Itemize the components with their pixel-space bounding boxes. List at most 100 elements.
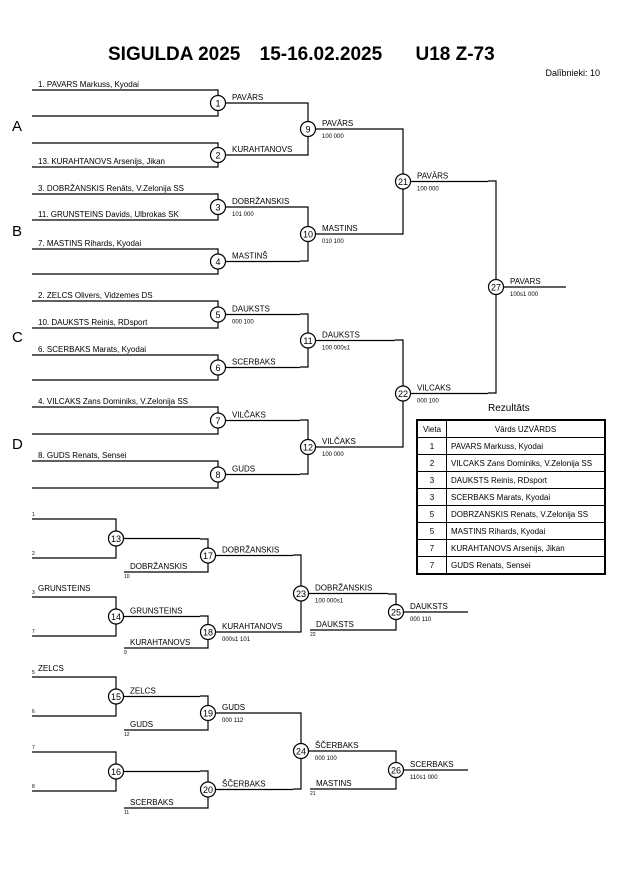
- svg-text:21: 21: [398, 177, 408, 187]
- svg-text:12: 12: [303, 442, 313, 452]
- participant-count: Dalībnieki: 10: [545, 68, 600, 78]
- bout-9: 9: [299, 120, 317, 138]
- winner-name: PAVĀRS: [417, 172, 448, 181]
- bout-7: 7: [209, 412, 227, 429]
- loser-name: MASTINS: [316, 779, 352, 788]
- slot-ref: 3: [32, 590, 35, 596]
- winner-name: DAUKSTS: [322, 331, 360, 340]
- entry-name: 3. DOBRŽANSKIS Renāts, V.Zelonija SS: [38, 184, 184, 193]
- bout-4: 4: [209, 253, 227, 270]
- bout-score: 010 100: [322, 239, 344, 245]
- bout-score: 101 000: [232, 212, 254, 218]
- place-cell: 7: [416, 539, 447, 557]
- winner-name: DOBRŽANSKIS: [315, 584, 372, 593]
- svg-text:22: 22: [398, 389, 408, 399]
- winner-name: KURAHTANOVS: [222, 622, 282, 631]
- slot-ref: 11: [124, 810, 129, 816]
- winner-name: VILČAKS: [322, 437, 356, 446]
- bout-10: 10: [299, 225, 317, 243]
- winner-name: VILČAKS: [232, 411, 266, 420]
- bout-23: 23: [292, 585, 310, 602]
- entry-name: 13. KURAHTANOVS Arsenijs, Jikan: [38, 157, 165, 166]
- svg-text:24: 24: [296, 746, 306, 756]
- bout-17: 17: [199, 547, 217, 564]
- loser-name: DAUKSTS: [316, 620, 354, 629]
- bout-24: 24: [292, 742, 310, 760]
- winner-name: ZELCS: [130, 687, 156, 696]
- winner-name: DAUKSTS: [410, 602, 448, 611]
- winner-name: PAVARS: [510, 277, 541, 286]
- entry-name: 6. SCERBAKS Marats, Kyodai: [38, 345, 146, 354]
- bout-score: 000 112: [222, 718, 244, 724]
- name-cell: KURAHTANOVS Arsenijs, Jikan: [446, 539, 606, 557]
- svg-text:7: 7: [215, 416, 220, 426]
- bout-26: 26: [387, 761, 405, 779]
- bout-2: 2: [209, 146, 227, 164]
- bout-25: 25: [387, 603, 405, 621]
- bout-18: 18: [199, 623, 217, 641]
- bout-3: 3: [209, 198, 227, 216]
- loser-name: SCERBAKS: [130, 798, 174, 807]
- name-header: Vārds UZVĀRDS: [446, 419, 606, 438]
- pool-label: A: [12, 118, 22, 135]
- slot-ref: 9: [124, 650, 127, 656]
- entry-name: 8. GUDS Renats, Sensei: [38, 451, 127, 460]
- bout-14: 14: [107, 608, 125, 625]
- svg-text:11: 11: [303, 336, 312, 346]
- winner-name: DAUKSTS: [232, 305, 270, 314]
- svg-text:16: 16: [111, 767, 121, 777]
- name-cell: MASTINS Rihards, Kyodai: [446, 522, 606, 540]
- name-cell: VILCAKS Zans Dominiks, V.Zelonija SS: [446, 454, 606, 472]
- svg-text:4: 4: [215, 257, 220, 267]
- bout-19: 19: [199, 704, 217, 722]
- svg-text:15: 15: [111, 692, 121, 702]
- loser-name: KURAHTANOVS: [130, 638, 190, 647]
- bout-score: 000 100: [232, 320, 254, 326]
- winner-name: GUDS: [222, 703, 245, 712]
- place-cell: 3: [416, 471, 447, 489]
- slot-ref: 22: [310, 632, 316, 638]
- name-cell: SCERBAKS Marats, Kyodai: [446, 488, 606, 506]
- svg-text:17: 17: [203, 551, 213, 561]
- svg-text:5: 5: [215, 310, 220, 320]
- entry-name: 4. VILCAKS Zans Dominiks, V.Zelonija SS: [38, 397, 188, 406]
- loser-name: DOBRŽANSKIS: [130, 562, 187, 571]
- bout-8: 8: [209, 466, 227, 483]
- svg-text:8: 8: [215, 470, 220, 480]
- svg-text:10: 10: [303, 229, 313, 239]
- bout-21: 21: [394, 173, 412, 190]
- bout-16: 16: [107, 763, 125, 780]
- bout-score: 100 000s1: [315, 599, 344, 605]
- svg-text:6: 6: [215, 363, 220, 373]
- bout-15: 15: [107, 688, 125, 705]
- name-cell: GUDS Renats, Sensei: [446, 556, 606, 575]
- slot-ref: 12: [124, 732, 130, 738]
- winner-name: ŠČERBAKS: [315, 741, 359, 750]
- bout-score: 100 000: [322, 452, 344, 458]
- place-cell: 5: [416, 505, 447, 523]
- slot-ref: 5: [32, 670, 35, 676]
- winner-name: GRUNSTEINS: [130, 607, 182, 616]
- slot-ref: 2: [32, 551, 35, 557]
- slot-ref: 6: [32, 709, 35, 715]
- bout-score: 100 000s1: [322, 346, 351, 352]
- svg-text:27: 27: [491, 282, 501, 292]
- entry-name: 2. ZELCS Olivers, Vidzemes DS: [38, 291, 153, 300]
- svg-text:14: 14: [111, 612, 121, 622]
- winner-name: ŠČERBAKS: [222, 780, 266, 789]
- winner-name: GUDS: [232, 465, 255, 474]
- svg-text:25: 25: [391, 607, 401, 617]
- bout-score: 000 110: [410, 617, 432, 623]
- bout-score: 000s1 101: [222, 637, 251, 643]
- pool-label: D: [12, 436, 23, 453]
- svg-text:26: 26: [391, 765, 401, 775]
- place-cell: 2: [416, 454, 447, 472]
- winner-name: PAVĀRS: [232, 93, 263, 102]
- svg-text:20: 20: [203, 785, 213, 795]
